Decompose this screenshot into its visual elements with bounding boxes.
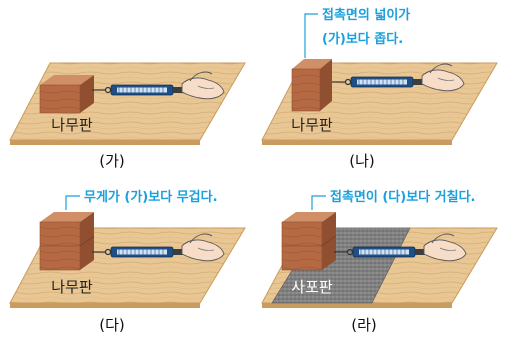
wooden-block (39, 75, 94, 114)
callout-text: 접촉면이 (다)보다 거칠다. (330, 189, 475, 205)
surface-label: 나무판 (51, 278, 93, 296)
panel-label: (가) (99, 152, 125, 170)
panel-label: (다) (99, 316, 125, 334)
callout-line-1: 접촉면의 넓이가 (322, 7, 410, 23)
stacked-wooden-blocks (281, 212, 337, 271)
panel-da: 무게가 (가)보다 무겁다. 나무판 (다) (9, 189, 246, 334)
panel-ga: 나무판 (가) (9, 62, 246, 170)
stacked-wooden-blocks (39, 212, 95, 271)
callout-text: 접촉면의 넓이가 (가)보다 좁다. (322, 7, 415, 47)
callout-text: 무게가 (가)보다 무겁다. (84, 189, 218, 205)
wooden-block (291, 59, 332, 112)
surface-label: 나무판 (291, 116, 333, 134)
callout-line (304, 13, 318, 58)
callout-line-2: (가)보다 좁다. (322, 31, 403, 47)
panel-na: 접촉면의 넓이가 (가)보다 좁다. 나무판 (나) (261, 7, 498, 170)
panel-label: (나) (349, 152, 375, 170)
callout-line (65, 195, 80, 210)
surface-label: 나무판 (51, 116, 93, 134)
surface-label: 사포판 (291, 278, 333, 296)
panel-ra: 접촉면이 (다)보다 거칠다. 사포판 (라) (261, 189, 498, 334)
callout-line (311, 195, 326, 210)
panel-label: (라) (351, 316, 377, 334)
